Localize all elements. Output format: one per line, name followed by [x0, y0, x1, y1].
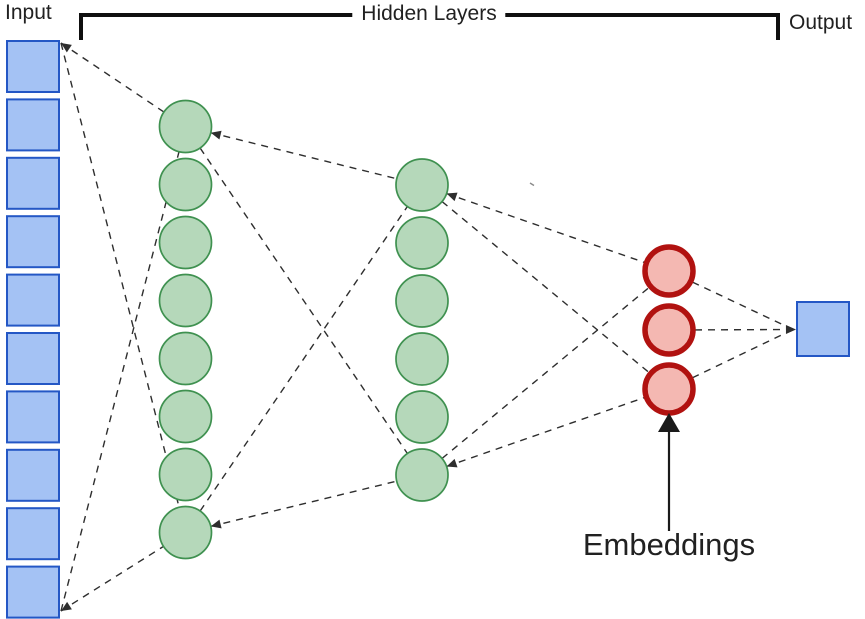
input-node [6, 273, 60, 327]
line-arrowhead [210, 519, 222, 529]
hidden1-node [158, 99, 213, 154]
line-arrowhead [446, 192, 458, 202]
connection-line [185, 474, 423, 534]
hidden1-node [158, 505, 213, 560]
input-node [6, 40, 60, 93]
stray-mark [529, 182, 535, 187]
connection-line [184, 184, 423, 533]
input-node [6, 332, 60, 385]
hidden2-node [395, 332, 449, 386]
line-arrowhead [61, 43, 72, 53]
input-node [6, 507, 60, 561]
input-label: Input [5, 1, 52, 24]
embedding-node [642, 362, 696, 416]
embedding-node [642, 303, 696, 357]
connection-arrowheads [61, 43, 796, 611]
line-arrowhead [446, 458, 458, 468]
input-node [6, 156, 60, 210]
network-nodes [6, 40, 850, 619]
line-arrowhead [785, 325, 796, 335]
connection-line [668, 270, 794, 331]
hidden1-node [158, 447, 213, 502]
connection-line [421, 270, 670, 476]
input-node [6, 98, 60, 152]
hidden-layers-label: Hidden Layers [352, 2, 506, 27]
output-label: Output [789, 11, 853, 34]
hidden2-node [395, 158, 449, 212]
connection-line [421, 184, 670, 272]
line-arrowhead [210, 130, 222, 140]
hidden2-node [395, 274, 449, 328]
hidden1-node [158, 389, 213, 444]
output-node [796, 301, 850, 357]
connection-line [185, 125, 423, 186]
input-node [6, 390, 60, 444]
connection-line [668, 328, 794, 390]
hidden2-node [395, 448, 449, 502]
hidden2-node [395, 390, 449, 444]
hidden2-node [395, 216, 449, 270]
hidden1-node [158, 331, 213, 386]
embeddings-annotation-arrow [658, 413, 680, 531]
connection-line [60, 42, 187, 533]
hidden1-node [158, 273, 213, 328]
hidden1-node [158, 215, 213, 270]
embedding-node [642, 244, 696, 298]
input-node [6, 448, 60, 502]
connection-line [421, 184, 670, 390]
input-node [6, 565, 60, 619]
embeddings-label: Embeddings [582, 527, 756, 562]
annotation-arrowhead [658, 413, 680, 432]
connection-line [421, 388, 670, 476]
hidden1-node [158, 157, 213, 212]
connection-line [60, 126, 187, 612]
line-arrowhead [61, 601, 72, 611]
input-node [6, 215, 60, 269]
connection-line [184, 126, 423, 476]
